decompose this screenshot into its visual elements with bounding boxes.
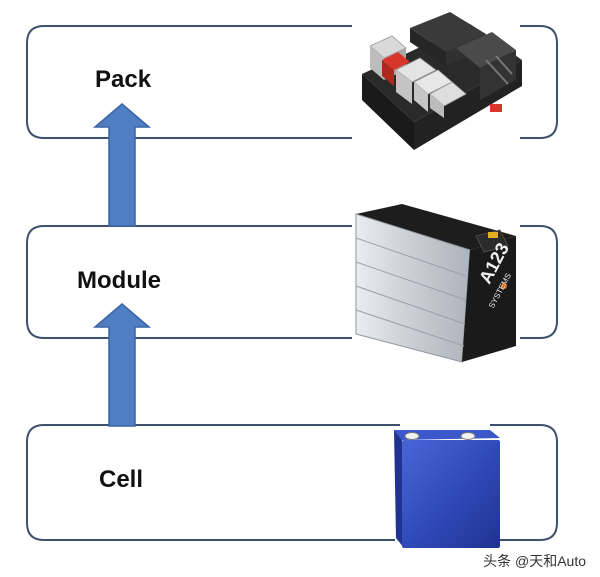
frame-module — [26, 225, 558, 339]
frame-pack — [26, 25, 558, 139]
battery-pack-image — [362, 12, 522, 150]
level-label-module: Module — [77, 267, 161, 294]
level-label-cell: Cell — [99, 466, 144, 493]
up-arrow-icon — [92, 303, 152, 427]
battery-cell-image — [394, 430, 500, 548]
level-label-pack: Pack — [95, 66, 152, 93]
watermark: 头条 @天和Auto — [483, 553, 586, 569]
battery-module-image — [355, 204, 516, 363]
up-arrow-icon — [92, 103, 152, 227]
frame-cell — [26, 424, 558, 541]
